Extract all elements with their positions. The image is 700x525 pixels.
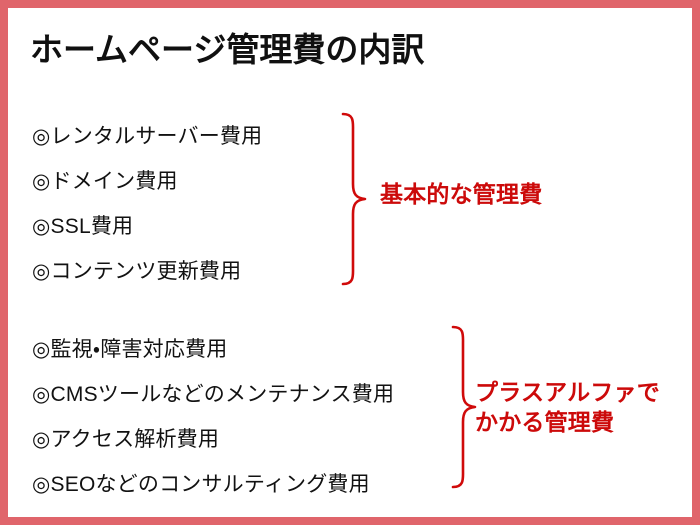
double-circle-bullet-icon: ◎ — [32, 338, 51, 361]
list-item-label: レンタルサーバー費用 — [50, 125, 263, 148]
callout-plus: プラスアルファで かかる管理費 — [475, 377, 660, 437]
double-circle-bullet-icon: ◎ — [32, 473, 51, 496]
list-item-label: ドメイン費用 — [50, 170, 178, 193]
list-item: ◎SEOなどのコンサルティング費用 — [32, 462, 394, 507]
cost-list-plus: ◎監視・障害対応費用 ◎CMSツールなどのメンテナンス費用 ◎アクセス解析費用 … — [32, 327, 394, 507]
page-title: ホームページ管理費の内訳 — [30, 31, 425, 68]
list-item: ◎SSL費用 — [32, 204, 262, 249]
list-item-label: SEOなどのコンサルティング費用 — [50, 473, 370, 496]
double-circle-bullet-icon: ◎ — [32, 383, 51, 406]
cost-list-basic: ◎レンタルサーバー費用 ◎ドメイン費用 ◎SSL費用 ◎コンテンツ更新費用 — [32, 114, 262, 294]
callout-line: かかる管理費 — [475, 409, 615, 435]
double-circle-bullet-icon: ◎ — [32, 125, 51, 148]
list-item: ◎アクセス解析費用 — [32, 417, 394, 462]
list-item: ◎監視・障害対応費用 — [32, 327, 394, 372]
list-item-label: アクセス解析費用 — [50, 428, 220, 451]
list-item-label: コンテンツ更新費用 — [50, 260, 242, 283]
list-item-label: 監視・障害対応費用 — [50, 338, 228, 361]
curly-brace-icon-basic — [341, 112, 367, 286]
list-item: ◎レンタルサーバー費用 — [32, 114, 262, 159]
callout-line: プラスアルファで — [475, 379, 660, 405]
list-item: ◎ドメイン費用 — [32, 159, 262, 204]
callout-basic: 基本的な管理費 — [380, 179, 542, 209]
double-circle-bullet-icon: ◎ — [32, 260, 51, 283]
list-item-label: CMSツールなどのメンテナンス費用 — [50, 383, 395, 406]
double-circle-bullet-icon: ◎ — [32, 428, 51, 451]
double-circle-bullet-icon: ◎ — [32, 215, 51, 238]
list-item: ◎CMSツールなどのメンテナンス費用 — [32, 372, 394, 417]
list-group-plus: ◎監視・障害対応費用 ◎CMSツールなどのメンテナンス費用 ◎アクセス解析費用 … — [32, 327, 394, 507]
curly-brace-icon-plus — [451, 325, 477, 489]
double-circle-bullet-icon: ◎ — [32, 170, 51, 193]
list-group-basic: ◎レンタルサーバー費用 ◎ドメイン費用 ◎SSL費用 ◎コンテンツ更新費用 — [32, 114, 262, 294]
list-item: ◎コンテンツ更新費用 — [32, 249, 262, 294]
callout-line: 基本的な管理費 — [380, 181, 543, 207]
list-item-label: SSL費用 — [50, 215, 134, 238]
